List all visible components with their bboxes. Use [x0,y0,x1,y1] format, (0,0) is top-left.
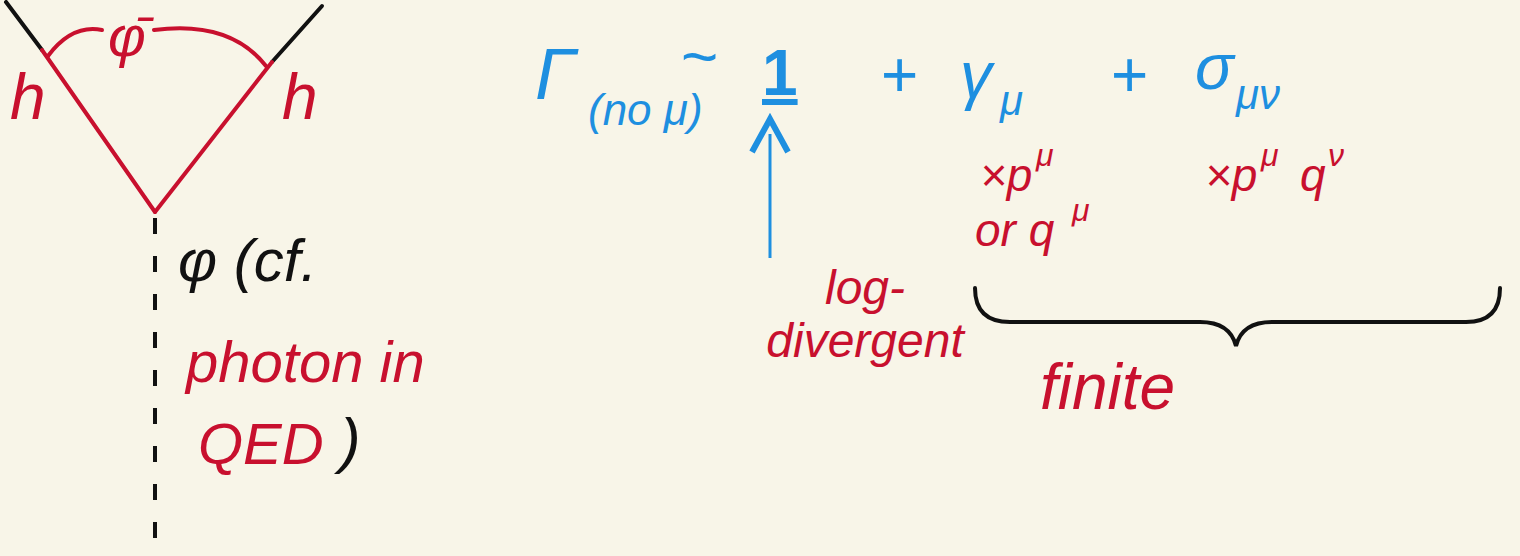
brace [975,288,1500,346]
gamma-matrix: γ [960,40,992,110]
particle-label: h [10,62,46,132]
h-propagator [42,50,155,212]
phi-bar-loop [154,28,266,66]
h-propagator [155,62,272,212]
annotation: photon in [186,330,425,394]
annotation: φ (cf. [178,228,317,294]
operator: + [880,40,917,110]
note: log- divergent [740,262,990,368]
sigma-matrix: σ [1195,32,1234,102]
fermion-line [272,6,322,62]
superscript: μ [1036,138,1054,173]
subscript: μν [1236,72,1280,118]
annotation: ) [340,406,361,474]
subscript: (no μ) [588,86,703,134]
phi-bar-loop [48,29,102,56]
superscript: μ [1072,193,1090,228]
particle-label: φ̄ [108,4,146,68]
annotation: QED [198,412,324,476]
note: finite [1040,352,1175,422]
pointer-arrow [769,134,772,258]
superscript: μ [1261,138,1279,173]
superscript: ν [1328,138,1344,173]
coefficient: ×p [1205,150,1257,201]
fermion-line [6,2,42,50]
operator: ~ [680,22,717,92]
operator: + [1110,40,1147,110]
identity-matrix: 1 [762,38,798,108]
coefficient: or q [975,205,1054,256]
coefficient: ×p [980,150,1032,201]
subscript: μ [1000,78,1023,124]
coefficient: q [1300,150,1326,201]
vertex-symbol: Γ [535,35,576,114]
phi-dashed-line [153,218,157,556]
particle-label: h [282,62,318,132]
